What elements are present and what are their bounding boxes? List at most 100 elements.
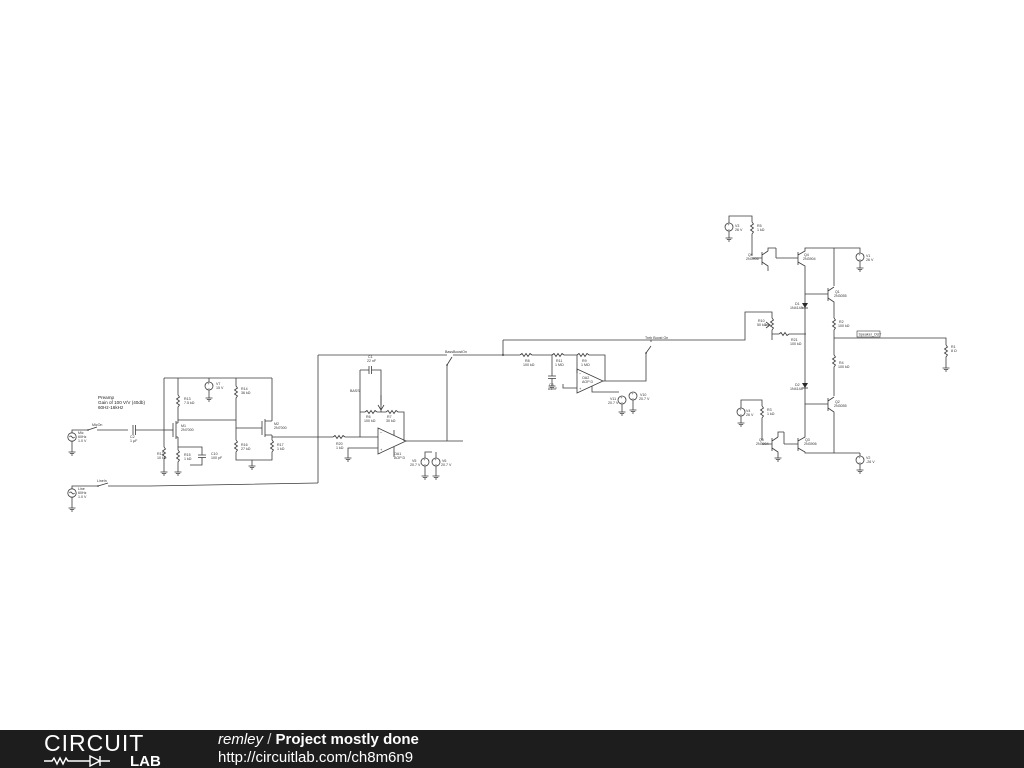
bass-boost-switch[interactable]: BassBoostOn: [445, 350, 503, 441]
resistor-r4: R4 100 kΩ: [831, 354, 850, 396]
treble-boost-switch[interactable]: Treb Boost On: [640, 336, 668, 382]
speaker-out-text: Speaker_OUT: [859, 333, 883, 337]
r8-value: 100 kΩ: [523, 363, 535, 367]
line-switch-label: LineIn: [97, 479, 107, 483]
resistor-r17: R17 1 kΩ: [252, 439, 285, 461]
r13-value: 7.5 kΩ: [184, 401, 195, 405]
capacitor-c1: C1 22 nF: [360, 355, 382, 412]
v10-value: 20.7 V: [639, 397, 650, 401]
mic-switch[interactable]: MicOn: [87, 423, 128, 431]
bass-pot-label: BASS: [350, 389, 360, 393]
voltage-source-v5: + − V5 20.7 V: [410, 451, 432, 480]
diode-d1: D1 1N4148: [790, 300, 808, 310]
r13-name: R13: [184, 397, 191, 401]
d1-name: D1: [795, 302, 800, 306]
voltage-source-v7: + − V7 15 V: [204, 378, 224, 402]
svg-text:−: −: [380, 430, 383, 435]
r2-name: R2: [839, 320, 844, 324]
r14-name: R14: [241, 387, 248, 391]
mosfet-m2: M2 2N7000: [261, 378, 287, 440]
r9-value: 1 MΩ: [581, 363, 590, 367]
mic-source[interactable]: Mic 60Hz 1.0 V: [67, 429, 88, 456]
transistor-q1: Q1 2N3055: [805, 248, 847, 318]
q1-name: Q1: [835, 290, 840, 294]
r9-name: R9: [582, 359, 587, 363]
line-source-freq: 60Hz: [78, 491, 87, 495]
treble-switch-label: Treb Boost On: [645, 336, 668, 340]
v1-name: V1: [866, 254, 870, 258]
v2-name: V2: [866, 456, 870, 460]
r8-name: R8: [525, 359, 530, 363]
speaker-out-label: Speaker_OUT: [856, 330, 883, 338]
r2-value: 100 kΩ: [838, 324, 850, 328]
mic-source-freq: 60Hz: [78, 435, 87, 439]
resistor-r10: R10 50 kΩ: [757, 317, 775, 340]
capacitor-c2: C2 1 µF: [130, 425, 164, 443]
q5-name: Q5: [759, 438, 764, 442]
circuit-schematic: Preamp Gain of 100 V/V (40db) 60Hz-16kHz…: [67, 215, 957, 512]
oa2-type: AOP D: [582, 380, 594, 384]
c10-value: 100 pF: [211, 456, 223, 460]
d2-name: D2: [795, 383, 800, 387]
resistor-r12: R12 10 kΩ: [157, 420, 168, 476]
line-switch[interactable]: LineIn: [97, 479, 319, 487]
resistor-r16: R16 27 kΩ: [233, 439, 252, 461]
resistor-r2: R2 100 kΩ: [831, 317, 850, 355]
title-separator: /: [267, 731, 272, 748]
v3-name: V3: [735, 224, 739, 228]
voltage-source-v4: + − V4 26 V: [736, 399, 763, 427]
r3-name: R3: [767, 408, 772, 412]
r4-value: 100 kΩ: [838, 365, 850, 369]
bass-stage: R20 1 kΩ C1 22 nF BASS R6 100 kΩ R7 30 k…: [317, 350, 503, 483]
resistor-r7: R7 30 kΩ: [377, 395, 405, 440]
mosfet-m1: M1 2N7000: [164, 420, 194, 450]
oa1-name: OA1: [394, 452, 401, 456]
oa2-name: OA2: [582, 376, 589, 380]
author-link[interactable]: remley: [218, 731, 264, 748]
svg-text:−: −: [579, 371, 582, 376]
line-source[interactable]: Line 60Hz 1.0 V: [67, 485, 98, 512]
project-title-line: remley / Project mostly done: [218, 731, 419, 749]
v3-value: 26 V: [735, 228, 743, 232]
svg-text:+: +: [858, 455, 861, 460]
v11-name: V11: [610, 397, 616, 401]
c1-name: C1: [368, 355, 373, 359]
power-amp-section: + − V3 26 V R5 1 kΩ Q6 2N3906 Q4 2N3904: [724, 215, 957, 474]
voltage-source-v3: + − V3 26 V: [724, 215, 753, 242]
preamp-note-line2: Gain of 100 V/V (40db): [98, 400, 145, 405]
resistor-r9: R9 1 MΩ: [576, 352, 606, 378]
project-title[interactable]: Project mostly done: [275, 731, 419, 748]
r1-name: R1: [951, 345, 956, 349]
q3-name: Q3: [805, 438, 810, 442]
q6-name: Q6: [748, 253, 753, 257]
opamp-oa1: − + OA1 AOP D: [344, 427, 463, 462]
resistor-diode-icon: [44, 754, 110, 768]
v11-value: 20.7 V: [608, 401, 619, 405]
c1-value: 22 nF: [367, 359, 377, 363]
v4-name: V4: [746, 409, 750, 413]
q3-type: 2N3906: [804, 442, 817, 446]
voltage-source-v1: + − V1 26 V: [834, 247, 874, 272]
mic-source-name: Mic: [78, 431, 84, 435]
voltage-source-v6: + − V6 20.7 V: [431, 452, 452, 480]
svg-text:+: +: [727, 222, 730, 227]
r17-value: 1 kΩ: [277, 447, 285, 451]
m2-name: M2: [274, 422, 279, 426]
c3-value: 80 nF: [548, 387, 558, 391]
r20-value: 1 kΩ: [336, 446, 344, 450]
resistor-r11: R11 1 MΩ: [551, 352, 577, 367]
bass-switch-label: BassBoostOn: [445, 350, 467, 354]
footer-bar: [0, 730, 1024, 768]
transistor-q5: Q5 2N3904: [756, 431, 784, 462]
svg-text:−: −: [632, 396, 635, 401]
project-url[interactable]: http://circuitlab.com/ch8m6n9: [218, 749, 414, 766]
circuitlab-logo: CIRCUIT LAB: [44, 732, 161, 768]
r3-value: 1 kΩ: [767, 412, 775, 416]
mic-switch-label: MicOn: [92, 423, 102, 427]
v7-name: V7: [216, 382, 220, 386]
r14-value: 36 kΩ: [241, 391, 251, 395]
logo-text-lab: LAB: [130, 753, 161, 768]
r5-name: R5: [757, 224, 762, 228]
m1-name: M1: [181, 424, 186, 428]
transistor-q4: Q4 2N3904: [775, 247, 834, 300]
